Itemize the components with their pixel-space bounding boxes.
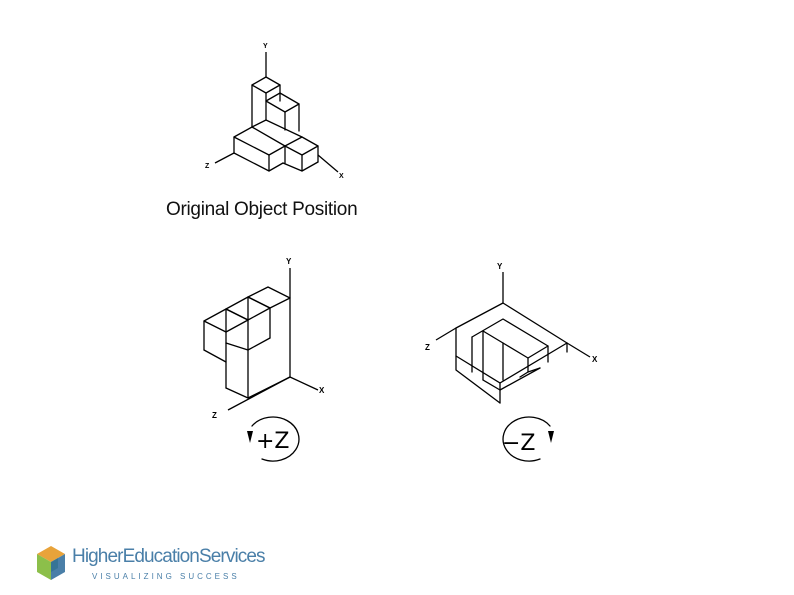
original-axes xyxy=(214,52,339,173)
minus-z-z-axis xyxy=(435,327,457,341)
original-z-label: Z xyxy=(205,163,210,170)
company-logo: HigherEducationServices VISUALIZING SUCC… xyxy=(34,544,266,586)
minus-z-z-label: Z xyxy=(425,343,430,352)
original-object xyxy=(233,76,319,172)
original-x-axis xyxy=(317,154,339,173)
original-position-caption: Original Object Position xyxy=(166,199,358,220)
original-z-axis xyxy=(214,152,235,164)
minus-z-rotation-label: −Z xyxy=(502,431,536,456)
minus-z-rotation-arrow xyxy=(502,416,554,462)
hexagon-logo-icon xyxy=(37,546,65,580)
brand-tagline: VISUALIZING SUCCESS xyxy=(92,572,240,581)
plus-z-rotation-arrow xyxy=(247,416,300,462)
plus-z-x-label: X xyxy=(319,386,325,395)
minus-z-arc xyxy=(502,416,551,462)
minus-z-object xyxy=(455,302,568,404)
minus-z-x-axis xyxy=(566,342,591,358)
minus-z-view: Y Z X −Z xyxy=(425,262,598,462)
brand-name: HigherEducationServices xyxy=(72,546,266,567)
plus-z-y-label: Y xyxy=(286,257,292,266)
plus-z-z-label: Z xyxy=(212,411,217,420)
minus-z-y-label: Y xyxy=(497,262,503,271)
original-view: Y Z X xyxy=(205,43,344,180)
original-x-label: X xyxy=(339,173,344,180)
minus-z-arrowhead xyxy=(548,431,554,443)
plus-z-view: Y Z X +Z xyxy=(203,257,325,462)
plus-z-arrowhead xyxy=(247,431,253,443)
minus-z-axes xyxy=(435,272,591,358)
minus-z-x-label: X xyxy=(592,355,598,364)
original-y-label: Y xyxy=(263,43,268,50)
plus-z-rotation-label: +Z xyxy=(256,429,290,454)
plus-z-x-axis xyxy=(289,376,319,391)
plus-z-arc xyxy=(251,416,300,462)
plus-z-object xyxy=(203,286,291,399)
